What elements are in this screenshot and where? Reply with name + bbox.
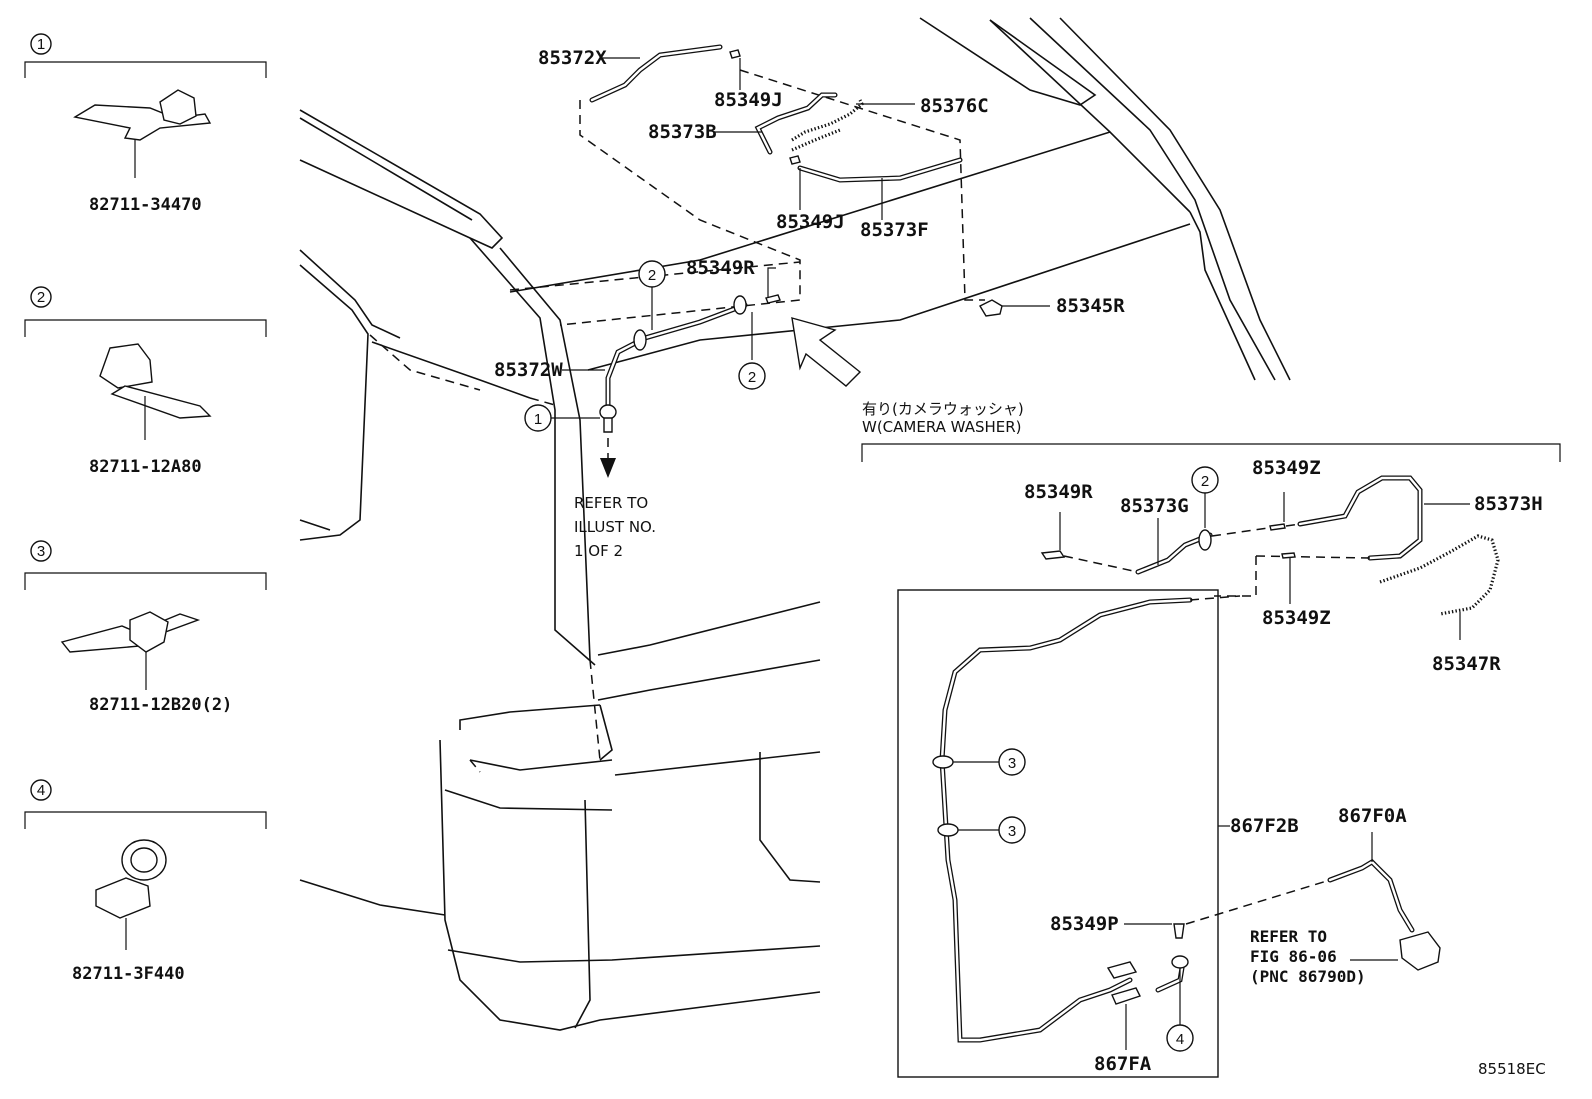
label-867F2B: 867F2B: [1230, 815, 1299, 837]
label-85349P: 85349P: [1050, 913, 1119, 935]
legend-item-4: 4 82711-3F440: [24, 779, 267, 984]
legend-part-3: 82711-12B20(2): [89, 695, 232, 715]
label-85373B: 85373B: [648, 121, 717, 143]
label-85349J-lower: 85349J: [776, 211, 845, 233]
label-85372X: 85372X: [538, 47, 607, 69]
label-85372W: 85372W: [494, 359, 563, 381]
callout-2-c: 2: [1201, 473, 1209, 490]
refer-fig-line-3: (PNC 86790D): [1250, 967, 1366, 986]
callout-3-b: 3: [1008, 823, 1016, 840]
label-85349J-upper: 85349J: [714, 89, 783, 111]
label-85373F: 85373F: [860, 219, 929, 241]
camera-section-title-en: W(CAMERA WASHER): [862, 418, 1022, 436]
label-85347R: 85347R: [1432, 653, 1501, 675]
refer-illust-line-1: REFER TO: [574, 494, 648, 512]
callout-4: 4: [1176, 1031, 1184, 1048]
direction-arrow-icon: [791, 317, 862, 387]
refer-fig-line-1: REFER TO: [1250, 927, 1327, 946]
label-867FA: 867FA: [1094, 1053, 1152, 1075]
svg-text:2: 2: [37, 289, 45, 306]
camera-section-title-jp: 有り(カメラウォッシャ): [862, 400, 1024, 418]
label-85345R: 85345R: [1056, 295, 1125, 317]
legend-item-3: 3 82711-12B20(2): [24, 540, 267, 715]
harness-box: [897, 589, 1219, 1078]
upper-hose-group: [509, 44, 1003, 478]
connector-icon: [1106, 961, 1138, 979]
label-867F0A: 867F0A: [1338, 805, 1407, 827]
callout-2-a: 2: [648, 267, 656, 284]
clip-icon: [99, 343, 153, 389]
refer-illust-line-2: ILLUST NO.: [574, 518, 656, 536]
legend-item-2: 2 82711-12A80: [24, 286, 267, 477]
label-85349R-upper: 85349R: [686, 257, 755, 279]
label-85349R-lower: 85349R: [1024, 481, 1093, 503]
svg-text:4: 4: [37, 782, 45, 799]
svg-text:3: 3: [37, 543, 45, 560]
label-85349Z-upper: 85349Z: [1252, 457, 1321, 479]
camera-connector-icon: [1399, 931, 1441, 971]
nozzle-icon: [979, 299, 1003, 317]
callout-2-b: 2: [748, 369, 756, 386]
legend-part-2: 82711-12A80: [89, 457, 202, 477]
figure-code: 85518EC: [1478, 1060, 1546, 1078]
camera-section-bracket: [861, 443, 1561, 462]
label-85376C: 85376C: [920, 95, 989, 117]
refer-illust-line-3: 1 OF 2: [574, 542, 623, 560]
callout-3-a: 3: [1008, 755, 1016, 772]
camera-hose-group: [1040, 475, 1500, 616]
refer-fig-line-2: FIG 86-06: [1250, 947, 1337, 966]
clip-icon: [73, 104, 212, 141]
legend-part-1: 82711-34470: [89, 195, 202, 215]
label-85349Z-lower: 85349Z: [1262, 607, 1331, 629]
vehicle-body: [299, 17, 1291, 1031]
legend-num-1: 1: [37, 36, 45, 53]
legend-part-4: 82711-3F440: [72, 964, 185, 984]
legend-item-1: 1 82711-34470: [24, 33, 267, 215]
label-85373G: 85373G: [1120, 495, 1189, 517]
callout-1: 1: [534, 411, 542, 428]
label-85373H: 85373H: [1474, 493, 1543, 515]
